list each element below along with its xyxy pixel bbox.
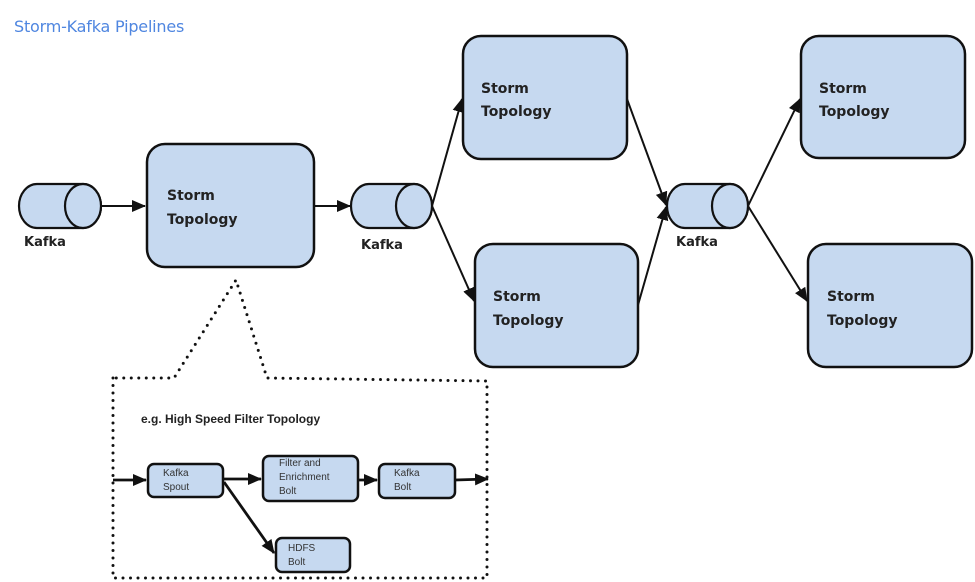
storm-topology-3a[interactable]: Storm Topology (799, 34, 967, 160)
storm-label-line1: Storm (481, 81, 529, 97)
edge-kafka3-storm3a (747, 98, 801, 207)
detail-topology: e.g. High Speed Filter Topology Kafka Sp… (113, 412, 489, 574)
filter-label-line1: Filter and (279, 458, 321, 469)
storm-label-line1: Storm (819, 81, 867, 97)
storm-label-line2: Topology (167, 212, 238, 228)
spout-label-line1: Kafka (163, 468, 189, 479)
edge-kafka3-storm3b (747, 205, 808, 302)
kafka-label: Kafka (24, 235, 66, 250)
storm-topology-3b[interactable]: Storm Topology (806, 242, 974, 369)
storm-topology-2a[interactable]: Storm Topology (461, 34, 629, 161)
kafka-spout[interactable]: Kafka Spout (146, 462, 225, 499)
detail-title: e.g. High Speed Filter Topology (141, 412, 320, 426)
edge-kafka2-storm2a (431, 98, 465, 207)
filter-enrichment-bolt[interactable]: Filter and Enrichment Bolt (261, 454, 360, 503)
hdfs-bolt-label-line1: HDFS (288, 543, 316, 554)
storm-topology-1[interactable]: Storm Topology (145, 142, 316, 269)
edge-storm2a-kafka3 (626, 98, 668, 206)
storm-label-line1: Storm (167, 188, 215, 204)
edge-storm2b-kafka3 (637, 206, 669, 306)
kafka-bolt-label-line2: Bolt (394, 482, 411, 493)
storm-label-line1: Storm (493, 289, 541, 305)
edge-kafka2-storm2b (431, 205, 475, 302)
detail-callout-border (111, 276, 489, 580)
storm-topology-2b[interactable]: Storm Topology (473, 242, 640, 369)
storm-label-line2: Topology (493, 313, 564, 329)
detail-edge-kafkabolt-output (454, 473, 489, 486)
hdfs-bolt-label-line2: Bolt (288, 557, 305, 568)
detail-edge-spout-hdfs (222, 481, 276, 554)
filter-label-line2: Enrichment (279, 472, 330, 483)
kafka-bolt-label-line1: Kafka (394, 468, 420, 479)
kafka-label: Kafka (676, 235, 718, 250)
storm-label-line2: Topology (827, 313, 898, 329)
kafka-bolt[interactable]: Kafka Bolt (377, 462, 457, 500)
storm-label-line2: Topology (819, 104, 890, 120)
filter-label-line3: Bolt (279, 486, 296, 497)
kafka-topic-3[interactable]: Kafka (665, 182, 750, 250)
kafka-topic-1[interactable]: Kafka (17, 182, 103, 250)
storm-label-line2: Topology (481, 104, 552, 120)
kafka-label: Kafka (361, 238, 403, 253)
page-title: Storm-Kafka Pipelines (14, 17, 185, 36)
spout-label-line2: Spout (163, 482, 189, 493)
storm-label-line1: Storm (827, 289, 875, 305)
kafka-topic-2[interactable]: Kafka (349, 182, 434, 253)
hdfs-bolt[interactable]: HDFS Bolt (274, 536, 352, 574)
